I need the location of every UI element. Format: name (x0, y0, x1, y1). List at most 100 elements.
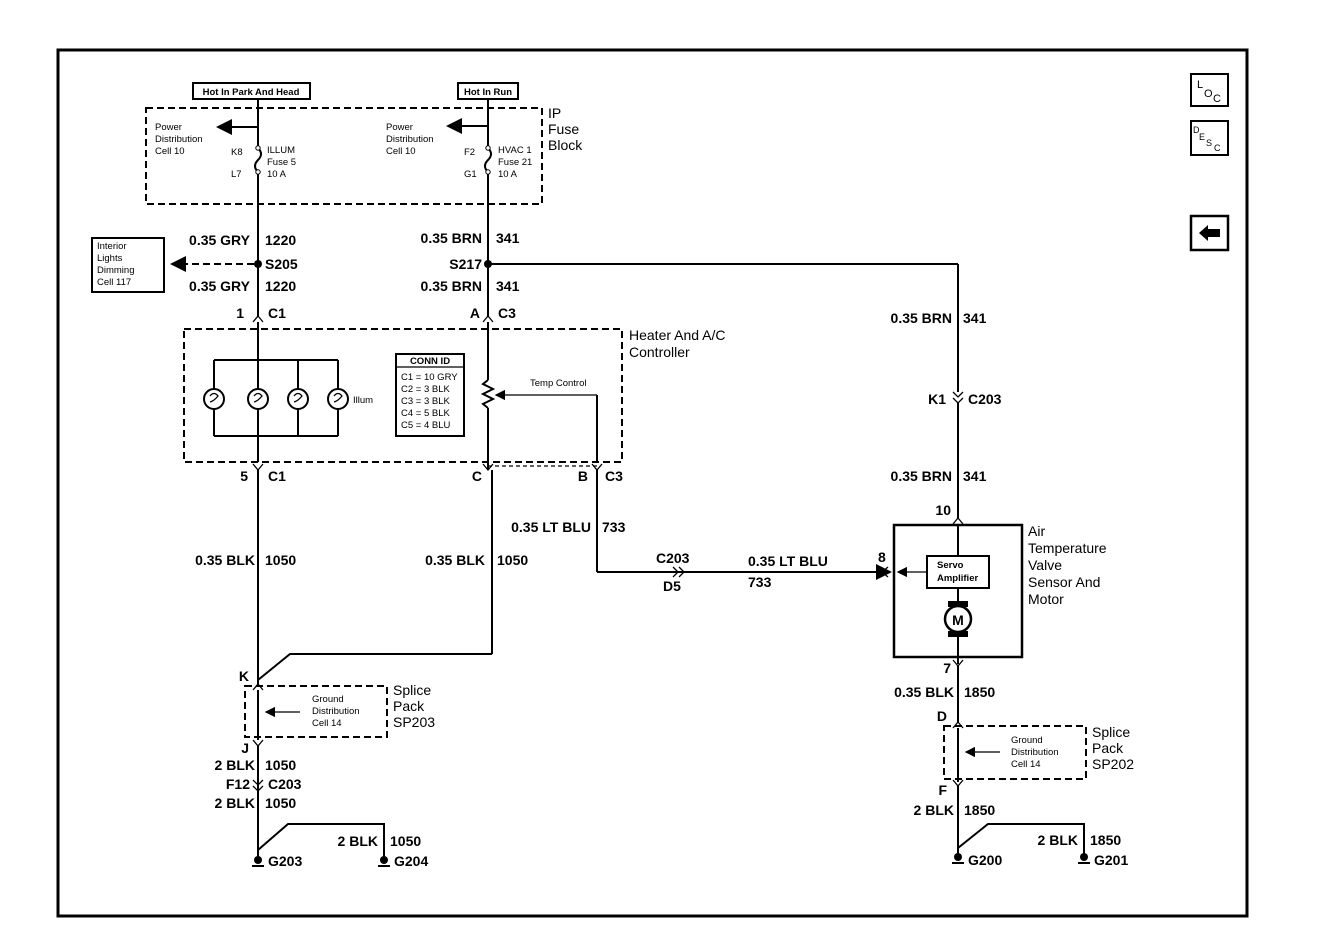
ground-g201 (1078, 853, 1090, 864)
svg-text:0.35 GRY: 0.35 GRY (189, 278, 251, 294)
svg-text:Air: Air (1028, 523, 1045, 539)
svg-text:341: 341 (963, 468, 987, 484)
illum-fuse-label: ILLUM Fuse 5 10 A (267, 145, 296, 180)
svg-text:Temp Control: Temp Control (530, 378, 587, 389)
left-power-distribution: Power Distribution Cell 10 (155, 122, 203, 157)
svg-text:G203: G203 (268, 853, 302, 869)
svg-text:S: S (1206, 138, 1212, 148)
svg-text:0.35 LT BLU: 0.35 LT BLU (748, 553, 828, 569)
svg-text:C3: C3 (498, 305, 516, 321)
desc-button[interactable]: D E S C (1190, 120, 1229, 156)
svg-text:Hot In Run: Hot In Run (464, 87, 512, 98)
svg-text:L: L (1197, 79, 1203, 91)
svg-text:ILLUM: ILLUM (267, 145, 295, 156)
svg-text:Fuse: Fuse (548, 121, 579, 137)
svg-text:Servo: Servo (937, 560, 964, 571)
svg-text:Cell 14: Cell 14 (312, 718, 342, 729)
svg-text:0.35 BLK: 0.35 BLK (195, 552, 255, 568)
svg-text:733: 733 (748, 574, 772, 590)
svg-text:C3 = 3 BLK: C3 = 3 BLK (401, 396, 451, 407)
svg-text:C203: C203 (968, 391, 1002, 407)
sp202-ground-distribution: Ground Distribution Cell 14 (1011, 735, 1059, 770)
svg-text:341: 341 (963, 310, 987, 326)
svg-text:1220: 1220 (265, 278, 296, 294)
svg-text:C5 = 4 BLU: C5 = 4 BLU (401, 420, 451, 431)
temp-control-potentiometer (480, 379, 496, 409)
svg-text:C203: C203 (656, 550, 690, 566)
svg-text:Pack: Pack (393, 698, 425, 714)
svg-text:0.35 BRN: 0.35 BRN (891, 468, 952, 484)
svg-text:Distribution: Distribution (312, 706, 360, 717)
svg-text:341: 341 (496, 278, 520, 294)
svg-text:O: O (1204, 88, 1213, 100)
svg-text:Distribution: Distribution (1011, 747, 1059, 758)
sp202-title: Splice Pack SP202 (1092, 724, 1134, 772)
svg-text:Cell 10: Cell 10 (155, 146, 185, 157)
svg-text:Ground: Ground (1011, 735, 1043, 746)
svg-text:1850: 1850 (964, 802, 995, 818)
svg-text:D5: D5 (663, 578, 681, 594)
svg-text:Cell 14: Cell 14 (1011, 759, 1041, 770)
loc-button[interactable]: L O C (1190, 73, 1229, 107)
hvac-fuse-symbol (484, 147, 492, 173)
svg-text:7: 7 (943, 660, 951, 676)
controller-title: Heater And A/C Controller (629, 327, 726, 360)
svg-text:0.35 BLK: 0.35 BLK (894, 684, 954, 700)
svg-text:F2: F2 (464, 147, 475, 158)
svg-text:Power: Power (386, 122, 413, 133)
svg-text:C: C (1214, 143, 1221, 153)
svg-text:1050: 1050 (265, 552, 296, 568)
svg-text:Temperature: Temperature (1028, 540, 1107, 556)
svg-text:S205: S205 (265, 256, 298, 272)
splice-pack-sp202 (943, 725, 1087, 780)
svg-text:Heater And A/C: Heater And A/C (629, 327, 726, 343)
svg-text:C2 = 3 BLK: C2 = 3 BLK (401, 384, 451, 395)
hot-in-run-label: Hot In Run (457, 82, 519, 100)
illum-bulbs (203, 360, 349, 436)
hvac-fuse-label: HVAC 1 Fuse 21 10 A (498, 145, 532, 180)
svg-text:C203: C203 (268, 776, 302, 792)
svg-text:G201: G201 (1094, 852, 1128, 868)
svg-text:0.35 BLK: 0.35 BLK (425, 552, 485, 568)
svg-text:2 BLK: 2 BLK (914, 802, 954, 818)
svg-text:1: 1 (236, 305, 244, 321)
svg-text:2 BLK: 2 BLK (1038, 832, 1078, 848)
svg-text:10: 10 (935, 502, 951, 518)
svg-text:Valve: Valve (1028, 557, 1062, 573)
conn-id-table (395, 353, 465, 437)
svg-text:1220: 1220 (265, 232, 296, 248)
svg-text:A: A (470, 305, 480, 321)
svg-text:C1 = 10 GRY: C1 = 10 GRY (401, 372, 458, 383)
svg-text:2 BLK: 2 BLK (215, 795, 255, 811)
svg-text:1850: 1850 (964, 684, 995, 700)
svg-text:B: B (578, 468, 588, 484)
svg-text:K1: K1 (928, 391, 946, 407)
svg-text:0.35 LT BLU: 0.35 LT BLU (511, 519, 591, 535)
svg-text:Distribution: Distribution (386, 134, 434, 145)
svg-text:CONN ID: CONN ID (410, 356, 450, 367)
svg-text:Lights: Lights (97, 253, 123, 264)
actuator-title: Air Temperature Valve Sensor And Motor (1028, 523, 1107, 607)
svg-text:C: C (1213, 93, 1221, 105)
svg-text:C3: C3 (605, 468, 623, 484)
svg-text:1850: 1850 (1090, 832, 1121, 848)
back-arrow-icon (1199, 225, 1220, 241)
svg-text:HVAC 1: HVAC 1 (498, 145, 532, 156)
svg-text:1050: 1050 (265, 757, 296, 773)
svg-text:Amplifier: Amplifier (937, 573, 978, 584)
svg-text:Power: Power (155, 122, 182, 133)
conn-id-rows: C1 = 10 GRY C2 = 3 BLK C3 = 3 BLK C4 = 5… (401, 372, 458, 431)
svg-text:Dimming: Dimming (97, 265, 134, 276)
svg-text:Splice: Splice (393, 682, 431, 698)
svg-text:E: E (1199, 132, 1205, 142)
svg-text:Illum: Illum (353, 395, 373, 406)
svg-text:SP202: SP202 (1092, 756, 1134, 772)
back-button[interactable] (1189, 214, 1230, 252)
svg-text:733: 733 (602, 519, 626, 535)
svg-text:0.35 GRY: 0.35 GRY (189, 232, 251, 248)
ground-g200 (952, 853, 964, 864)
sp203-ground-distribution: Ground Distribution Cell 14 (312, 694, 360, 729)
svg-text:IP: IP (548, 105, 561, 121)
svg-text:G1: G1 (464, 169, 477, 180)
